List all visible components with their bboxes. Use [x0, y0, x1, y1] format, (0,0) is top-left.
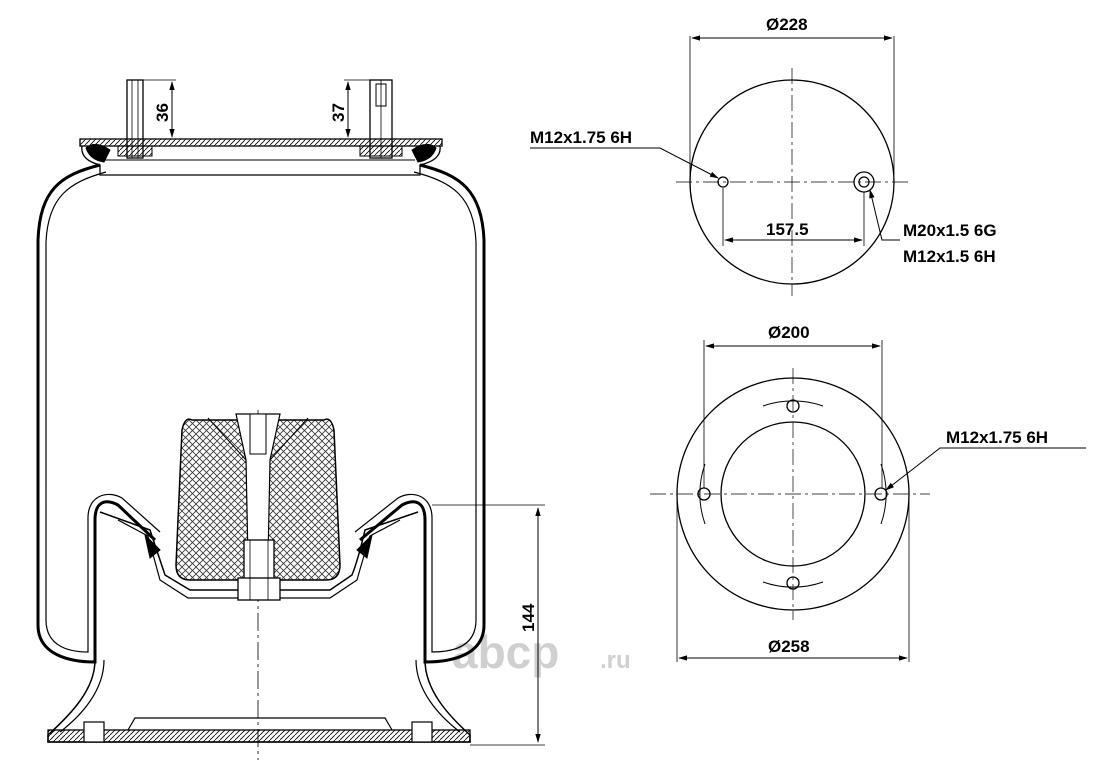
watermark: abcp .ru [452, 626, 631, 678]
bottom-hole-top [786, 399, 800, 413]
top-thread-left-label: M12x1.75 6H [530, 128, 632, 147]
top-view [530, 35, 908, 296]
top-diameter-label: Ø228 [766, 15, 808, 34]
bottom-outer-diameter-label: Ø258 [768, 637, 810, 656]
stud-left [126, 79, 144, 159]
watermark-suffix: .ru [600, 647, 631, 674]
top-thread-right-2-label: M12x1.5 6H [903, 247, 996, 266]
bottom-hole-right [874, 487, 888, 501]
bottom-bolt [243, 539, 275, 581]
top-thread-right-1-label: M20x1.5 6G [903, 221, 997, 240]
bottom-inner-diameter-label: Ø200 [768, 323, 810, 342]
dim-height-label: 144 [519, 603, 538, 632]
side-view [36, 79, 545, 760]
bellows-outline-right [359, 163, 486, 664]
hole-small [717, 176, 729, 188]
dim-stud-right-label: 37 [329, 103, 348, 122]
bottom-view [650, 340, 1086, 662]
top-plate [79, 138, 443, 147]
bellows-outline [36, 163, 157, 664]
dim-stud-left-label: 36 [153, 103, 172, 122]
bottom-thread-label: M12x1.75 6H [946, 428, 1048, 447]
bottom-hole-bottom [786, 576, 800, 590]
top-spacing-label: 157.5 [766, 220, 809, 239]
